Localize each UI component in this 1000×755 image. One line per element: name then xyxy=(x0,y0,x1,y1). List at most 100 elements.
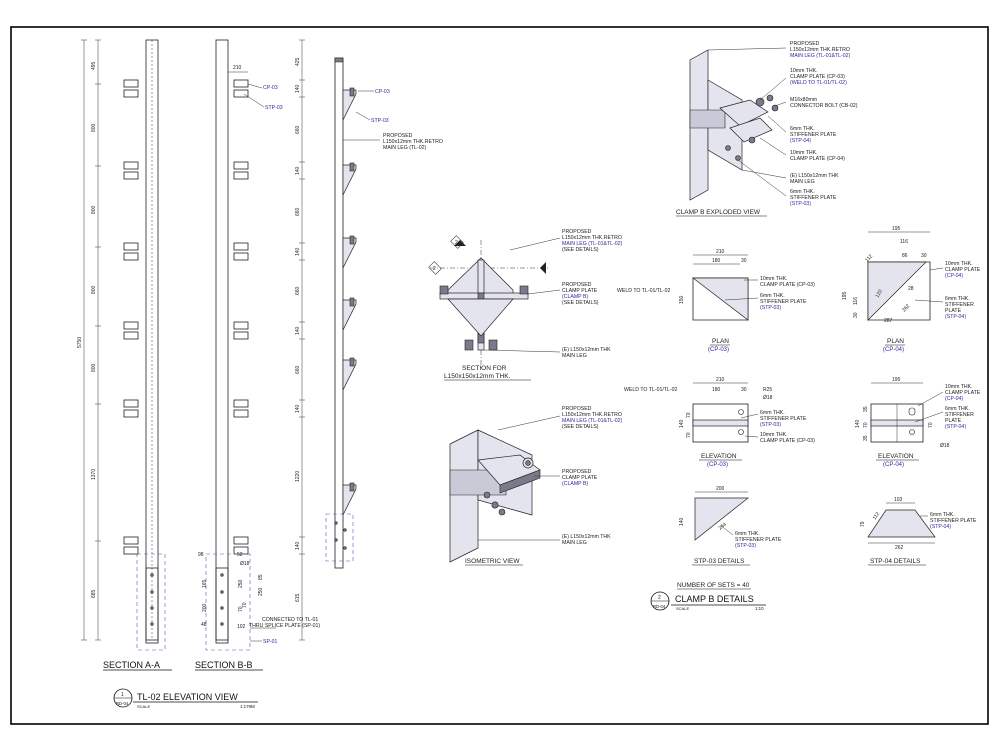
cp04p-d116: 116 xyxy=(900,239,908,245)
stp04-d262: 262 xyxy=(895,545,904,551)
cp03p-title: PLAN xyxy=(712,338,729,345)
dim-102: 102 xyxy=(237,624,246,630)
section-a-title: SECTION A-A xyxy=(103,660,160,670)
cp04e-d35b: 35 xyxy=(863,435,869,441)
cp03p-weld: WELD TO TL-01/TL-02 xyxy=(617,288,670,294)
stp03-d200: 200 xyxy=(716,486,725,492)
cp04e-dia18: Ø18 xyxy=(940,443,950,449)
dim-b-660d: 660 xyxy=(295,365,301,374)
dim-70b: 70 xyxy=(242,602,248,608)
dim-b-140b: 140 xyxy=(295,166,301,175)
dim-a-2: 800 xyxy=(91,205,97,214)
dim-52: 52 xyxy=(237,552,243,558)
cp04p-title: PLAN xyxy=(887,338,904,345)
cp04e-d70a: 70 xyxy=(863,422,869,428)
cp03-elevation: 210 180 30 R25 Ø18 140 70 70 WELD TO TL-… xyxy=(624,377,815,468)
stp03-d140: 140 xyxy=(679,517,685,526)
cp04e-d35a: 35 xyxy=(863,406,869,412)
splice-plate-outline-b xyxy=(205,553,251,651)
title2-text: CLAMP B DETAILS xyxy=(675,594,754,604)
dim-total: 5750 xyxy=(77,337,83,348)
cp04e-l2: 6mm THK. STIFFENER PLATE (STP-04) xyxy=(945,406,975,430)
cp03p-l2: 6mm THK. STIFFENER PLATE (STP-03) xyxy=(760,293,808,311)
note-thru: THRU SPLICE PLATE (SP-01) xyxy=(249,623,320,629)
dim-a-0: 495 xyxy=(91,61,97,70)
title1-scale: 1:179M xyxy=(240,704,255,709)
section-tag-left: 2 xyxy=(433,266,436,272)
splice-plate-outline-a xyxy=(136,553,166,651)
cp04p-d195: 195 xyxy=(892,226,901,232)
cp04e-d70b: 70 xyxy=(928,422,934,428)
section-existing: (E) L150x12mm THK MAIN LEG xyxy=(562,347,612,359)
dim-b-425: 425 xyxy=(295,57,301,66)
stp03-l1: 6mm THK. STIFFENER PLATE (STP-03) xyxy=(735,531,783,549)
dim-b-140a: 140 xyxy=(295,84,301,93)
exp-label-5: 10mm THK. CLAMP PLATE (CP-04) xyxy=(790,150,845,162)
dim-b-615: 615 xyxy=(295,593,301,602)
title2-scale: 1:10 xyxy=(755,606,764,611)
exploded-title: CLAMP B EXPLODED VIEW xyxy=(676,209,761,216)
dim-b-140f: 140 xyxy=(295,541,301,550)
cp04e-ref: (CP-04) xyxy=(883,462,904,468)
cp03e-l2: 10mm THK. CLAMP PLATE (CP-03) xyxy=(760,432,815,444)
cp03e-d180: 180 xyxy=(712,387,721,393)
dim-b-660c: 660 xyxy=(295,286,301,295)
exp-label-4: 6mm THK. STIFFENER PLATE (STP-04) xyxy=(790,126,838,144)
dim-165: 165 xyxy=(202,579,208,588)
cp03e-title: ELEVATION xyxy=(701,453,737,460)
cp03e-d70a: 70 xyxy=(686,412,692,418)
cp03p-d180: 180 xyxy=(712,258,721,264)
cp03p-l1: 10mm THK. CLAMP PLATE (CP-03) xyxy=(760,276,815,288)
cp04-elevation: 195 140 35 70 35 70 Ø18 10mm THK. CLAMP … xyxy=(855,377,981,468)
cp03p-ref: (CP-03) xyxy=(708,347,729,353)
title1-scale-label: SCALE xyxy=(137,704,150,709)
stp04-d112: 112 xyxy=(872,511,882,521)
cp03p-d150: 150 xyxy=(679,295,685,304)
dim-250b: 250 xyxy=(258,587,264,596)
cp03e-dia18: Ø18 xyxy=(763,395,773,401)
section-b-b: 210 CP-03 STP-03 98 52 Ø18 165 250 200 7… xyxy=(195,39,320,671)
cp04p-ref: (CP-04) xyxy=(883,347,904,353)
iso-clamp: PROPOSED CLAMP PLATE (CLAMP B) xyxy=(562,469,599,487)
label-cp03-side: CP-03 xyxy=(375,89,390,95)
cp04p-d287: 287 xyxy=(884,318,893,324)
section-a-a: 495 800 800 800 800 1370 685 5750 SECTIO… xyxy=(77,39,172,671)
dim-85: 85 xyxy=(258,574,264,580)
dim-b-660b: 660 xyxy=(295,207,301,216)
stp04-details: 103 79 112 262 6mm THK. STIFFENER PLATE … xyxy=(860,497,978,566)
cp04p-d28: 28 xyxy=(908,286,914,292)
section-clamp: PROPOSED CLAMP PLATE (CLAMP B) (SEE DETA… xyxy=(562,282,599,306)
cp04e-title: ELEVATION xyxy=(878,453,914,460)
clamp-blocks-b xyxy=(233,79,249,555)
label-proposed-leg: PROPOSED L150x12mm THK.RETRO MAIN LEG (T… xyxy=(383,133,444,151)
stp03-details: 200 140 244 6mm THK. STIFFENER PLATE (ST… xyxy=(679,486,783,566)
side-elevation: CP-03 STP-03 PROPOSED L150x12mm THK.RETR… xyxy=(325,57,444,569)
cp04p-d116v: 116 xyxy=(853,297,859,305)
dim-48: 48 xyxy=(201,622,207,628)
cp04p-d262: 262 xyxy=(901,303,911,313)
dim-b-140c: 140 xyxy=(295,247,301,256)
stp04-d79: 79 xyxy=(860,521,866,527)
dim-a-1: 800 xyxy=(91,123,97,132)
stp04-l1: 6mm THK. STIFFENER PLATE (STP-04) xyxy=(930,512,978,530)
title-block-1: 1 RD-04 TL-02 ELEVATION VIEW SCALE 1:179… xyxy=(113,688,258,709)
exp-label-6: (E) L150x12mm THK MAIN LEG xyxy=(790,173,840,185)
section-l150: 2 2 PROPOSED L150x12mm THK.RETRO MAIN LE… xyxy=(428,229,623,381)
stp03-d244: 244 xyxy=(718,522,728,532)
cp04e-d140: 140 xyxy=(855,419,861,428)
cp04p-l1: 10mm THK. CLAMP PLATE (CP-04) xyxy=(945,261,982,279)
sheet-border xyxy=(10,26,989,725)
section-b-title: SECTION B-B xyxy=(195,660,253,670)
dim-ticks-b xyxy=(299,39,305,641)
label-sp01: SP-01 xyxy=(263,639,278,645)
stp03-title: STP-03 DETAILS xyxy=(694,558,745,565)
exp-label-2: 10mm THK. CLAMP PLATE (CP-03) (WELD TO T… xyxy=(790,68,847,86)
cp03p-d210: 210 xyxy=(716,249,725,255)
stp04-d103: 103 xyxy=(894,497,903,503)
clamp-blocks-a xyxy=(123,79,139,555)
stp04-title: STP-04 DETAILS xyxy=(870,558,921,565)
dim-b-660a: 660 xyxy=(295,125,301,134)
exp-label-7: 6mm THK. STIFFENER PLATE (STP-03) xyxy=(790,189,838,207)
label-cp03: CP-03 xyxy=(263,85,278,91)
